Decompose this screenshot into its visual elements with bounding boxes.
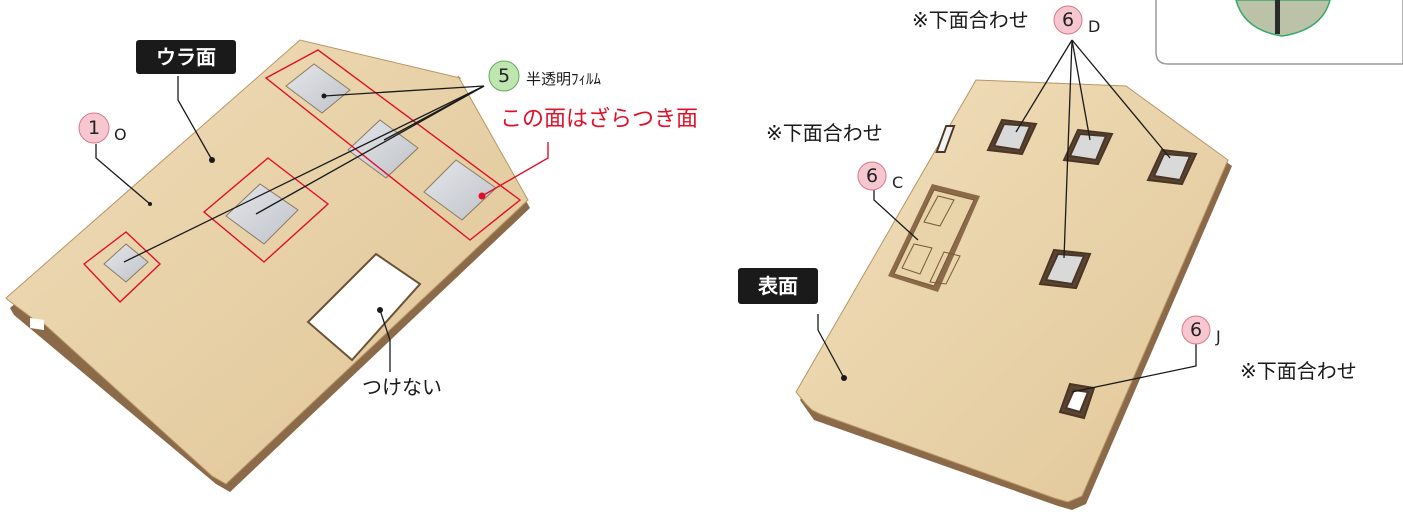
part6D-number: 6 [1062, 9, 1074, 31]
right-windows [935, 118, 1198, 420]
window-top-1-panes [992, 122, 1032, 152]
side-label-back: ウラ面 [156, 45, 216, 69]
right-board-panel: 表面 ※下面合わせ 6 D ※下面合わせ 6 C 6 J ※下面合わせ [738, 5, 1357, 510]
window-top-3-panes [1152, 152, 1192, 182]
red-frame-top [264, 49, 522, 241]
inset-magnifier [1235, 0, 1331, 37]
window-film [225, 183, 299, 245]
left-leaders [95, 76, 485, 372]
red-frame-low [82, 231, 162, 303]
window-small-pane [1064, 388, 1090, 414]
part5-number: 5 [498, 65, 510, 87]
door-cutout [306, 252, 422, 362]
part6C-letter: C [892, 173, 903, 192]
window-film [347, 119, 419, 179]
part1-badge [78, 112, 110, 144]
side-label-front: 表面 [758, 274, 798, 298]
red-frame-mid [202, 157, 330, 263]
part1-letter: O [114, 125, 127, 144]
right-leaders [817, 39, 1197, 393]
bottom-align-note-mid: ※下面合わせ [766, 121, 883, 145]
window-film [285, 63, 351, 114]
right-door [888, 184, 980, 292]
part5-name: 半透明ﾌｨﾙﾑ [526, 70, 602, 88]
left-windows [103, 63, 497, 283]
left-board-face [5, 39, 529, 485]
part6J-badge [1181, 315, 1211, 345]
left-board-notch [30, 318, 44, 330]
dont-attach-note: つけない [362, 375, 442, 399]
red-frames [82, 49, 522, 303]
part6J-number: 6 [1190, 319, 1202, 341]
part1-number: 1 [88, 117, 100, 139]
window-top-2-panes [1068, 132, 1108, 162]
side-label-back-box [136, 40, 236, 74]
detail-inset [1155, 0, 1403, 65]
bottom-align-note-top: ※下面合わせ [912, 8, 1029, 32]
part6C-badge [857, 161, 887, 191]
rough-surface-note: この面はざらつき面 [500, 106, 698, 132]
window-mid-panes [1044, 252, 1086, 286]
part6J-letter: J [1215, 327, 1221, 346]
window-film [103, 243, 149, 283]
part6D-badge [1053, 5, 1083, 35]
left-board-panel: ウラ面 1 O 5 半透明ﾌｨﾙﾑ この面はざらつき面 つけない [5, 39, 698, 492]
part5-badge [488, 60, 520, 92]
bottom-align-note-low: ※下面合わせ [1240, 359, 1357, 383]
part6D-letter: D [1088, 17, 1100, 36]
right-board-face [795, 79, 1229, 503]
inset-detail-line [1275, 0, 1280, 34]
part6C-number: 6 [866, 165, 878, 187]
side-label-front-box [738, 268, 818, 304]
rough-leader [481, 142, 549, 197]
